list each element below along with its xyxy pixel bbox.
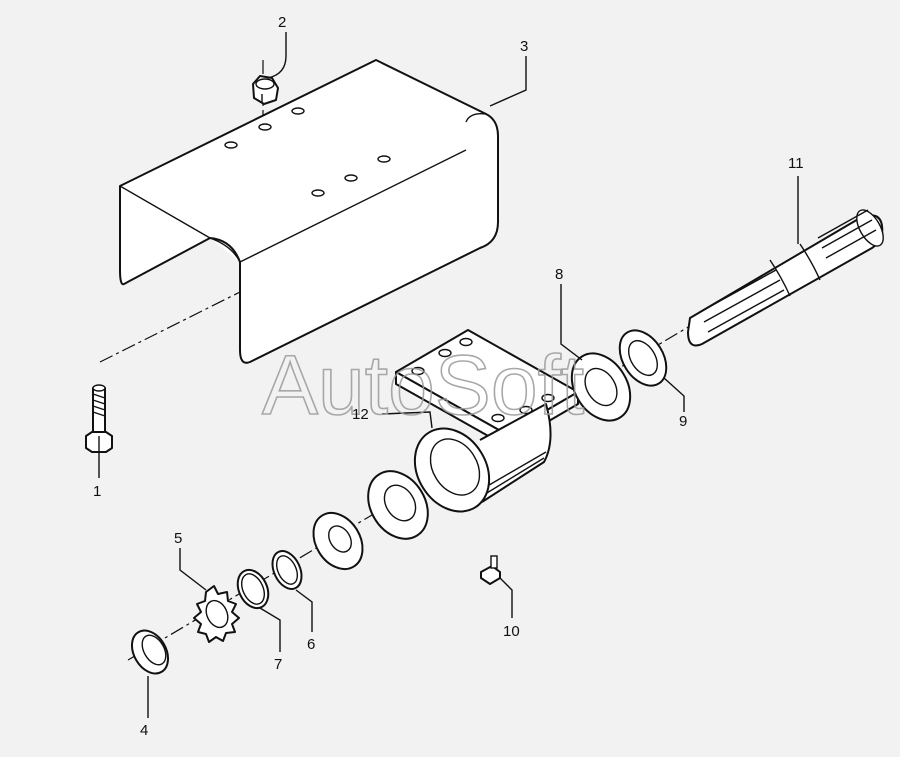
callout-7: 7 — [274, 656, 282, 673]
leader-line-5 — [179, 548, 207, 591]
grease-fitting — [480, 555, 501, 585]
leader-line-12 — [381, 411, 433, 429]
ring-7 — [236, 568, 270, 610]
callout-12: 12 — [352, 406, 369, 423]
bearing-right — [570, 352, 632, 422]
leader-line-6 — [295, 589, 313, 632]
callout-3: 3 — [520, 38, 528, 55]
ring-6 — [271, 550, 303, 590]
callout-4: 4 — [140, 722, 148, 739]
lock-nut — [252, 75, 279, 105]
leader-line-9 — [663, 377, 685, 412]
splined-shaft — [687, 209, 884, 347]
callout-6: 6 — [307, 636, 315, 653]
callout-11: 11 — [788, 155, 804, 172]
leader-line-10 — [499, 577, 513, 618]
callout-2: 2 — [278, 14, 286, 31]
guard-hole — [377, 155, 391, 163]
callout-1: 1 — [93, 483, 101, 500]
mounting-axis-line — [99, 291, 241, 363]
guard-cover — [119, 59, 499, 364]
callout-5: 5 — [174, 530, 182, 547]
watermark-text: AutoSoft — [262, 338, 584, 432]
leader-line-8 — [560, 284, 583, 361]
guard-hole — [311, 189, 325, 197]
callout-10: 10 — [503, 623, 520, 640]
guard-hole — [291, 107, 305, 115]
guard-hole — [344, 174, 358, 182]
spacer-washer — [312, 512, 364, 570]
bolt — [85, 384, 113, 453]
guard-hole — [224, 141, 238, 149]
seal-washer — [618, 329, 668, 387]
leader-line-2 — [267, 32, 287, 79]
callout-8: 8 — [555, 266, 563, 283]
bearing-housing — [395, 329, 579, 513]
callout-9: 9 — [679, 413, 687, 430]
tab-lock-washer — [193, 585, 240, 643]
leader-line-3 — [489, 56, 527, 107]
guard-hole — [258, 123, 272, 131]
bearing-left — [367, 470, 429, 540]
lock-ring-nut — [130, 629, 170, 675]
leader-line-7 — [259, 607, 281, 652]
